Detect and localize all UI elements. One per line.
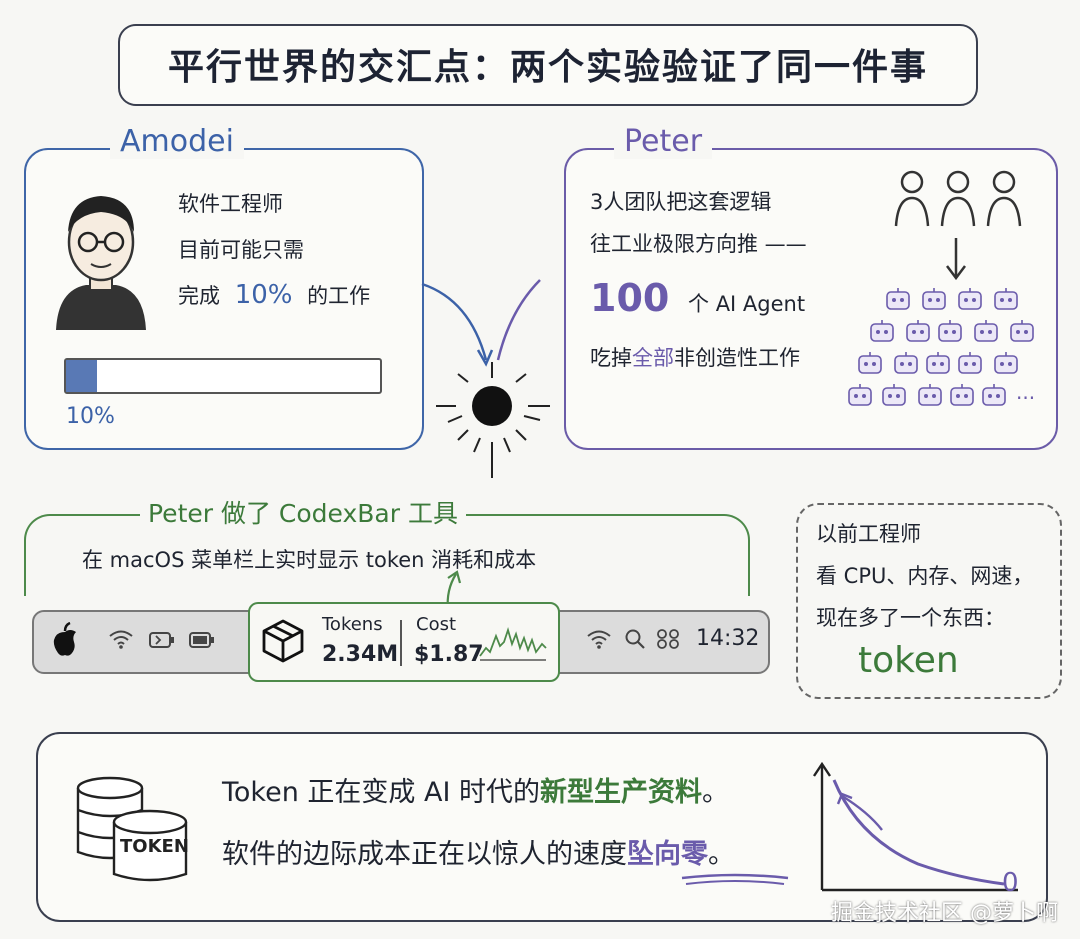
conclusion-line-2-prefix: 软件的边际成本正在以惊人的速度: [222, 839, 627, 870]
means-of-production-highlight: 新型生产资料: [540, 777, 703, 808]
amodei-line-2: 目前可能只需: [178, 238, 304, 262]
peter-line-4-prefix: 吃掉: [590, 346, 632, 370]
codexbar-description: 在 macOS 菜单栏上实时显示 token 消耗和成本: [82, 548, 537, 572]
conclusion-line-1: Token 正在变成 AI 时代的新型生产资料。: [222, 770, 729, 809]
amodei-line-1: 软件工程师: [178, 192, 283, 216]
popup-divider: [400, 620, 402, 666]
cost-label: Cost: [416, 614, 457, 635]
conclusion-line-1-prefix: Token 正在变成 AI 时代的: [222, 777, 541, 808]
peter-line-3: 100 个 AI Agent: [590, 276, 805, 320]
conclusion-line-2: 软件的边际成本正在以惊人的速度坠向零。: [222, 832, 735, 871]
toward-zero-highlight: 坠向零: [627, 839, 708, 870]
amodei-line-3-suffix: 的工作: [307, 284, 371, 308]
conclusion-line-2-suffix: 。: [708, 839, 735, 870]
robots-ellipsis: ...: [1016, 380, 1036, 404]
peter-line-4: 吃掉全部非创造性工作: [590, 342, 800, 372]
aside-line-2: 看 CPU、内存、网速，: [816, 564, 1034, 588]
codexbar-popup[interactable]: [248, 602, 560, 682]
progress-label: 10%: [66, 404, 115, 429]
convergence-arrows-icon: [421, 279, 550, 478]
token-stack-label: TOKEN: [120, 836, 189, 857]
wifi-icon[interactable]: [108, 628, 134, 650]
agent-count: 100: [590, 276, 670, 320]
peter-line-1: 3人团队把这套逻辑: [590, 190, 772, 214]
aside-token-keyword: token: [858, 640, 959, 681]
peter-name: Peter: [614, 124, 713, 159]
amodei-percent-highlight: 10%: [234, 280, 293, 310]
aside-line-3: 现在多了一个东西：: [816, 606, 1005, 630]
codexbar-heading: Peter 做了 CodexBar 工具: [140, 494, 466, 530]
battery-outline-icon[interactable]: [148, 630, 176, 650]
menubar-clock[interactable]: 14:32: [696, 626, 760, 651]
tokens-value: 2.34M: [322, 642, 399, 667]
work-progress-fill: [66, 360, 98, 392]
underline-scribble-icon: [681, 873, 789, 885]
peter-all-highlight: 全部: [632, 346, 674, 370]
decline-to-zero-chart-icon: [813, 761, 1018, 892]
battery-icon[interactable]: [188, 630, 216, 650]
apple-logo-icon[interactable]: [50, 622, 80, 658]
zero-label: 0: [1002, 868, 1019, 898]
page-title: 平行世界的交汇点：两个实验验证了同一件事: [167, 47, 928, 88]
amodei-line-3: 完成 10% 的工作: [178, 280, 370, 310]
aside-note: [796, 503, 1062, 699]
search-icon[interactable]: [624, 628, 646, 650]
control-center-icon[interactable]: [656, 628, 682, 650]
conclusion-line-1-suffix: 。: [702, 777, 730, 808]
engineer-portrait-icon: [56, 196, 146, 330]
watermark: 掘金技术社区 @萝卜啊: [831, 901, 1058, 926]
agent-suffix: 个 AI Agent: [688, 292, 806, 316]
aside-line-1: 以前工程师: [816, 522, 921, 546]
peter-line-2: 往工业极限方向推 ——: [590, 232, 807, 256]
title-frame: [118, 24, 978, 106]
cost-value: $1.87: [414, 642, 484, 667]
tokens-label: Tokens: [322, 614, 383, 635]
three-people-icon: [894, 170, 1022, 227]
down-arrow-icon: [946, 238, 966, 281]
box-cube-icon: [262, 619, 304, 663]
token-stack-icon: [76, 776, 188, 882]
wifi-status-icon[interactable]: [586, 628, 612, 650]
amodei-line-3-prefix: 完成: [178, 284, 220, 308]
amodei-name: Amodei: [110, 124, 244, 159]
peter-line-4-suffix: 非创造性工作: [674, 346, 800, 370]
sparkline-icon: [479, 626, 547, 661]
work-progress-bar: [64, 358, 382, 394]
